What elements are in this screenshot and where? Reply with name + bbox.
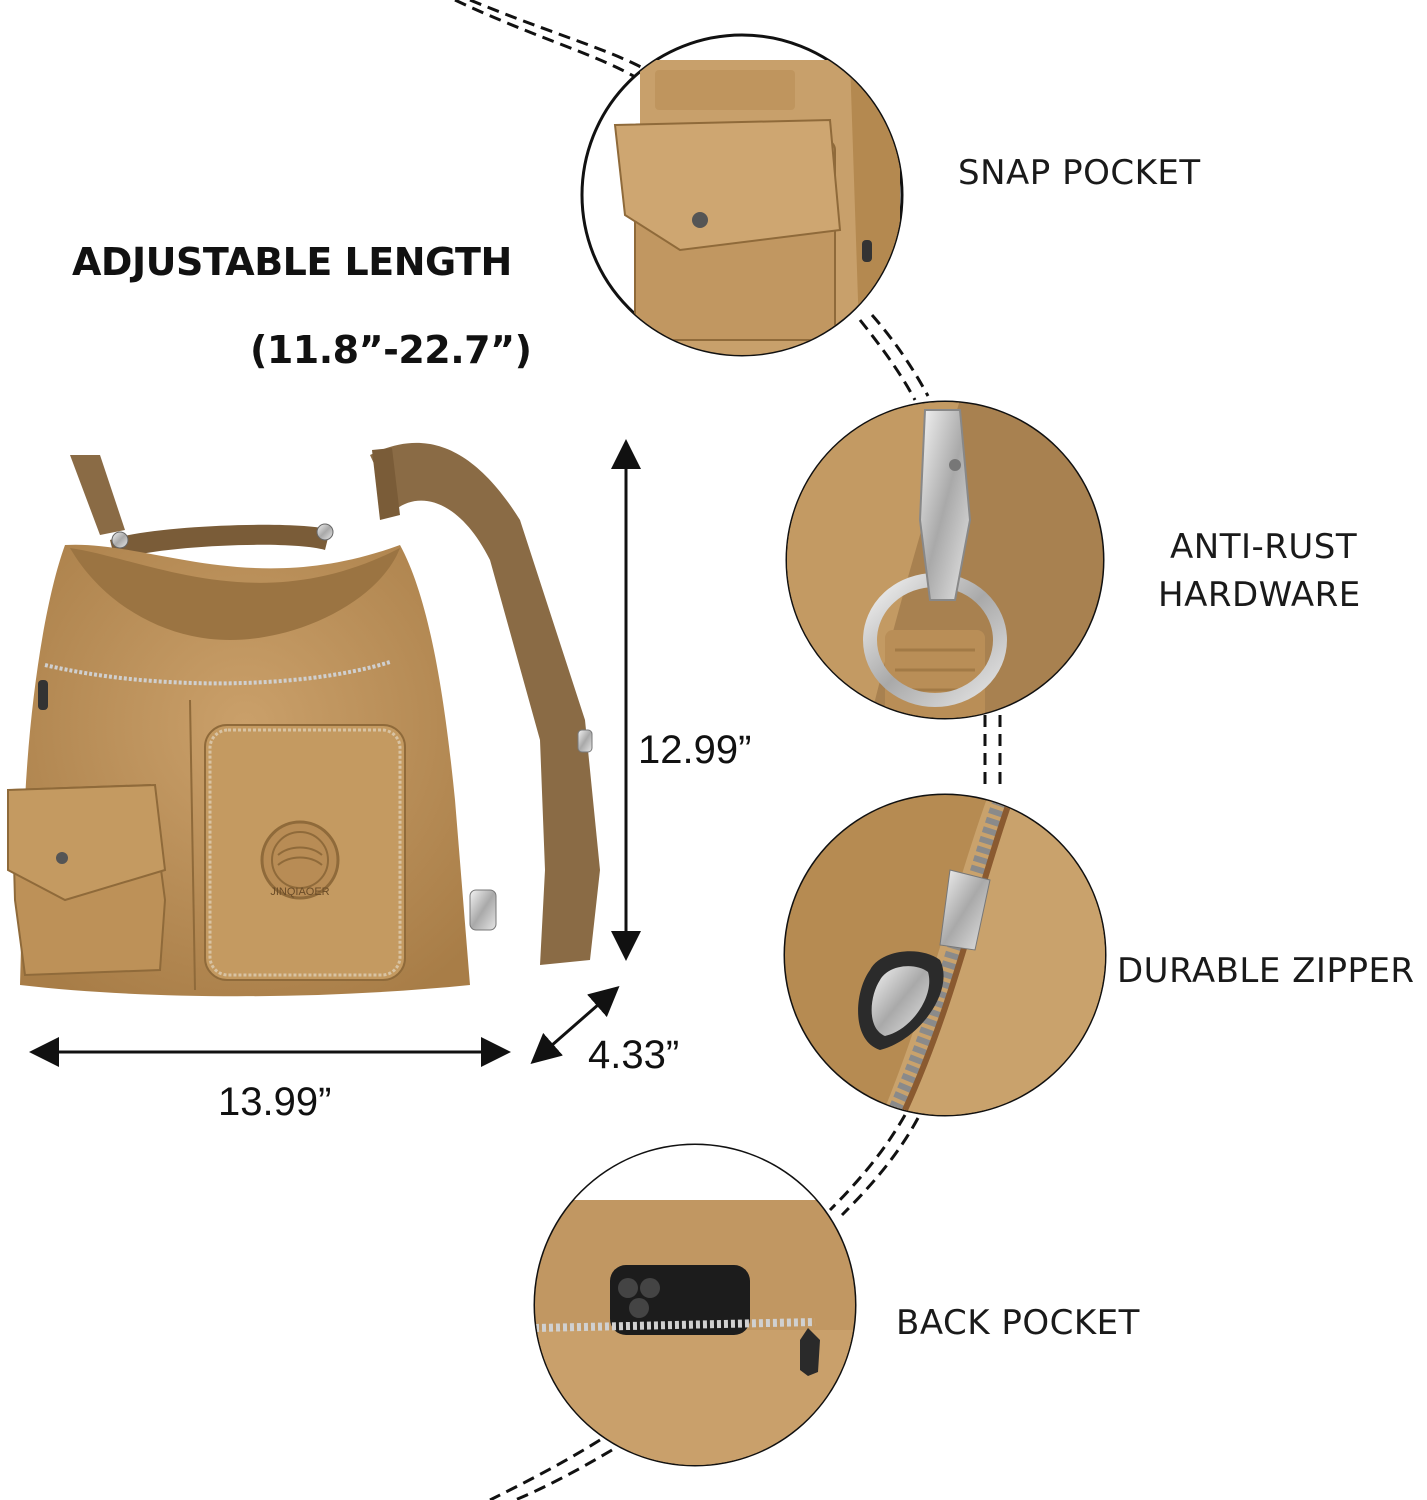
back-pocket-image [533, 1143, 857, 1467]
logo-text: JINQIAOER [270, 886, 329, 898]
snap-pocket-image [580, 33, 904, 357]
feature-label-hardware: HARDWARE [1158, 575, 1361, 615]
hardware-image [785, 400, 1105, 720]
depth-label: 4.33” [588, 1033, 680, 1077]
zipper-image [783, 793, 1107, 1117]
adjustable-length-title: ADJUSTABLE LENGTH [72, 240, 512, 284]
width-label: 13.99” [218, 1080, 332, 1124]
backpack-image [7, 442, 600, 997]
feature-label-anti-rust: ANTI-RUST [1170, 527, 1358, 567]
feature-label-durable-zipper: DURABLE ZIPPER [1117, 951, 1415, 991]
dimension-arrows [29, 439, 641, 1067]
feature-label-snap-pocket: SNAP POCKET [958, 153, 1201, 193]
height-label: 12.99” [638, 728, 752, 772]
dashed-connector [454, 0, 1002, 1500]
depth-arrow [530, 986, 620, 1064]
feature-label-back-pocket: BACK POCKET [896, 1303, 1140, 1343]
adjustable-length-range: (11.8”-22.7”) [250, 328, 532, 372]
